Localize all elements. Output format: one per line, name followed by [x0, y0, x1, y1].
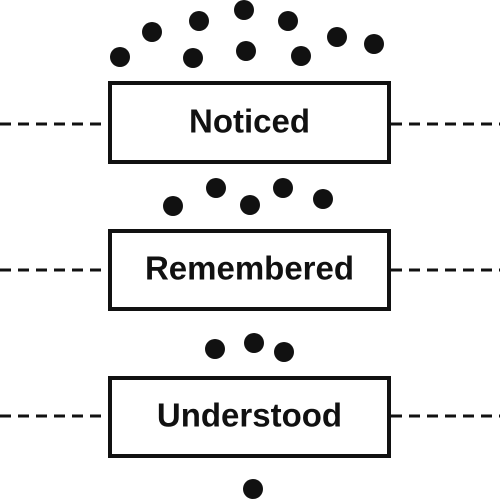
dot: [278, 11, 298, 31]
dot: [142, 22, 162, 42]
dot: [189, 11, 209, 31]
stage-box: [108, 376, 391, 458]
dot: [364, 34, 384, 54]
dot: [243, 479, 263, 499]
dot: [327, 27, 347, 47]
dot: [274, 342, 294, 362]
dot: [313, 189, 333, 209]
stage-box: [108, 81, 391, 164]
dot: [273, 178, 293, 198]
dot: [240, 195, 260, 215]
stage-label: Understood: [157, 397, 342, 434]
dot: [163, 196, 183, 216]
dots-noticed: [110, 0, 384, 68]
dots-final: [243, 479, 263, 499]
stage-box: [108, 229, 391, 311]
dot: [234, 0, 254, 20]
dots-understood: [205, 333, 294, 362]
dot: [244, 333, 264, 353]
stage-remembered: Remembered: [0, 229, 500, 311]
dot: [206, 178, 226, 198]
stage-noticed: Noticed: [0, 81, 500, 164]
stage-label: Remembered: [145, 250, 354, 287]
stage-understood: Understood: [0, 376, 500, 458]
stage-label: Noticed: [189, 103, 310, 140]
dot: [236, 41, 256, 61]
dots-remembered: [163, 178, 333, 216]
dot: [183, 48, 203, 68]
dot: [110, 47, 130, 67]
dot: [291, 46, 311, 66]
dot: [205, 339, 225, 359]
